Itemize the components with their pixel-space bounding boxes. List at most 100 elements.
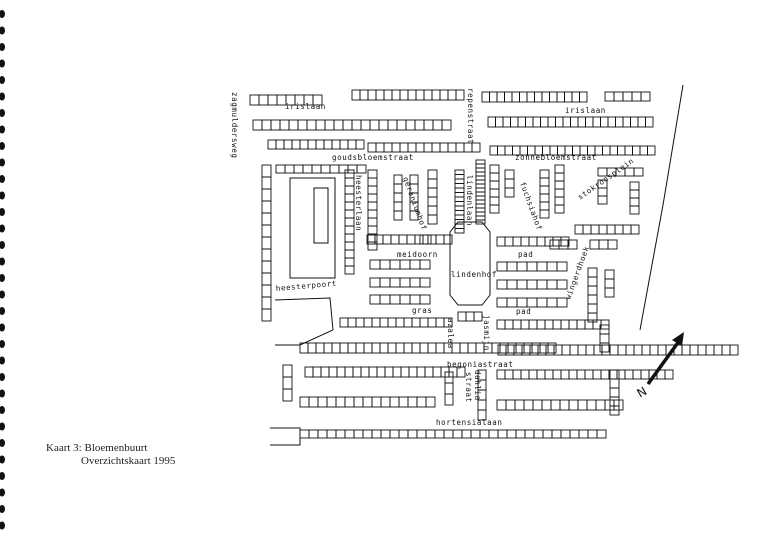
house xyxy=(585,116,594,128)
house xyxy=(539,193,550,203)
house xyxy=(528,319,538,330)
house xyxy=(629,197,640,207)
house xyxy=(384,366,394,378)
house xyxy=(554,204,565,214)
house xyxy=(479,429,490,439)
house xyxy=(604,287,615,298)
house xyxy=(461,429,472,439)
house xyxy=(427,178,438,189)
house xyxy=(435,342,445,354)
house xyxy=(399,259,411,270)
house xyxy=(456,366,466,378)
house xyxy=(630,224,640,235)
house xyxy=(261,224,272,238)
house xyxy=(582,224,592,235)
house xyxy=(516,297,528,308)
house xyxy=(587,267,598,278)
house xyxy=(567,239,578,250)
street-zonnebloemstraat: zonnebloemstraat xyxy=(515,153,597,162)
house xyxy=(631,91,642,102)
house xyxy=(379,342,389,354)
house xyxy=(307,139,317,150)
house xyxy=(681,344,691,356)
house xyxy=(506,297,518,308)
house xyxy=(344,193,355,203)
house xyxy=(335,396,346,408)
house xyxy=(587,276,598,287)
house xyxy=(407,142,417,153)
house xyxy=(510,116,519,128)
house xyxy=(475,215,486,221)
house xyxy=(536,369,546,380)
house xyxy=(297,119,308,131)
house xyxy=(539,342,549,354)
house xyxy=(560,369,570,380)
house xyxy=(270,119,281,131)
binding-hole xyxy=(0,26,5,35)
house xyxy=(414,234,424,245)
house xyxy=(344,396,355,408)
house xyxy=(339,317,349,328)
house xyxy=(306,119,317,131)
house xyxy=(378,119,389,131)
house xyxy=(589,239,600,250)
house xyxy=(282,388,293,402)
house xyxy=(514,399,525,411)
house xyxy=(475,195,486,201)
house xyxy=(441,119,452,131)
house xyxy=(395,317,405,328)
house xyxy=(477,409,487,421)
house xyxy=(517,116,526,128)
house xyxy=(568,399,579,411)
house xyxy=(389,294,401,305)
house xyxy=(475,175,486,181)
house xyxy=(475,207,486,213)
house xyxy=(550,399,561,411)
house xyxy=(609,387,620,398)
house xyxy=(344,233,355,243)
house xyxy=(577,399,588,411)
street-lindenlaan: lindenlaan xyxy=(465,175,474,226)
house xyxy=(367,177,378,187)
house xyxy=(362,429,373,439)
house xyxy=(399,294,411,305)
house xyxy=(339,139,349,150)
house xyxy=(326,429,337,439)
house xyxy=(443,234,453,245)
house xyxy=(403,317,413,328)
house xyxy=(369,259,381,270)
binding-hole xyxy=(0,373,5,381)
house xyxy=(525,116,534,128)
house xyxy=(489,164,500,174)
house xyxy=(403,342,413,354)
house xyxy=(496,261,508,272)
house xyxy=(523,399,534,411)
house xyxy=(261,188,272,202)
binding-hole xyxy=(0,505,5,513)
heesterpoort-block xyxy=(274,297,334,346)
house xyxy=(547,116,556,128)
house xyxy=(408,366,418,378)
house xyxy=(261,164,272,178)
house xyxy=(609,369,620,380)
house xyxy=(489,196,500,206)
house xyxy=(506,429,517,439)
house xyxy=(568,319,578,330)
house xyxy=(587,285,598,296)
house xyxy=(351,119,362,131)
house xyxy=(497,145,506,156)
house xyxy=(419,317,429,328)
house xyxy=(399,89,409,101)
house xyxy=(536,279,548,290)
house xyxy=(587,303,598,314)
house xyxy=(406,234,416,245)
house xyxy=(261,284,272,298)
house xyxy=(640,91,651,102)
house xyxy=(539,177,550,187)
house xyxy=(427,317,437,328)
house xyxy=(515,342,525,354)
house xyxy=(505,344,515,356)
house xyxy=(536,297,548,308)
house xyxy=(423,142,433,153)
